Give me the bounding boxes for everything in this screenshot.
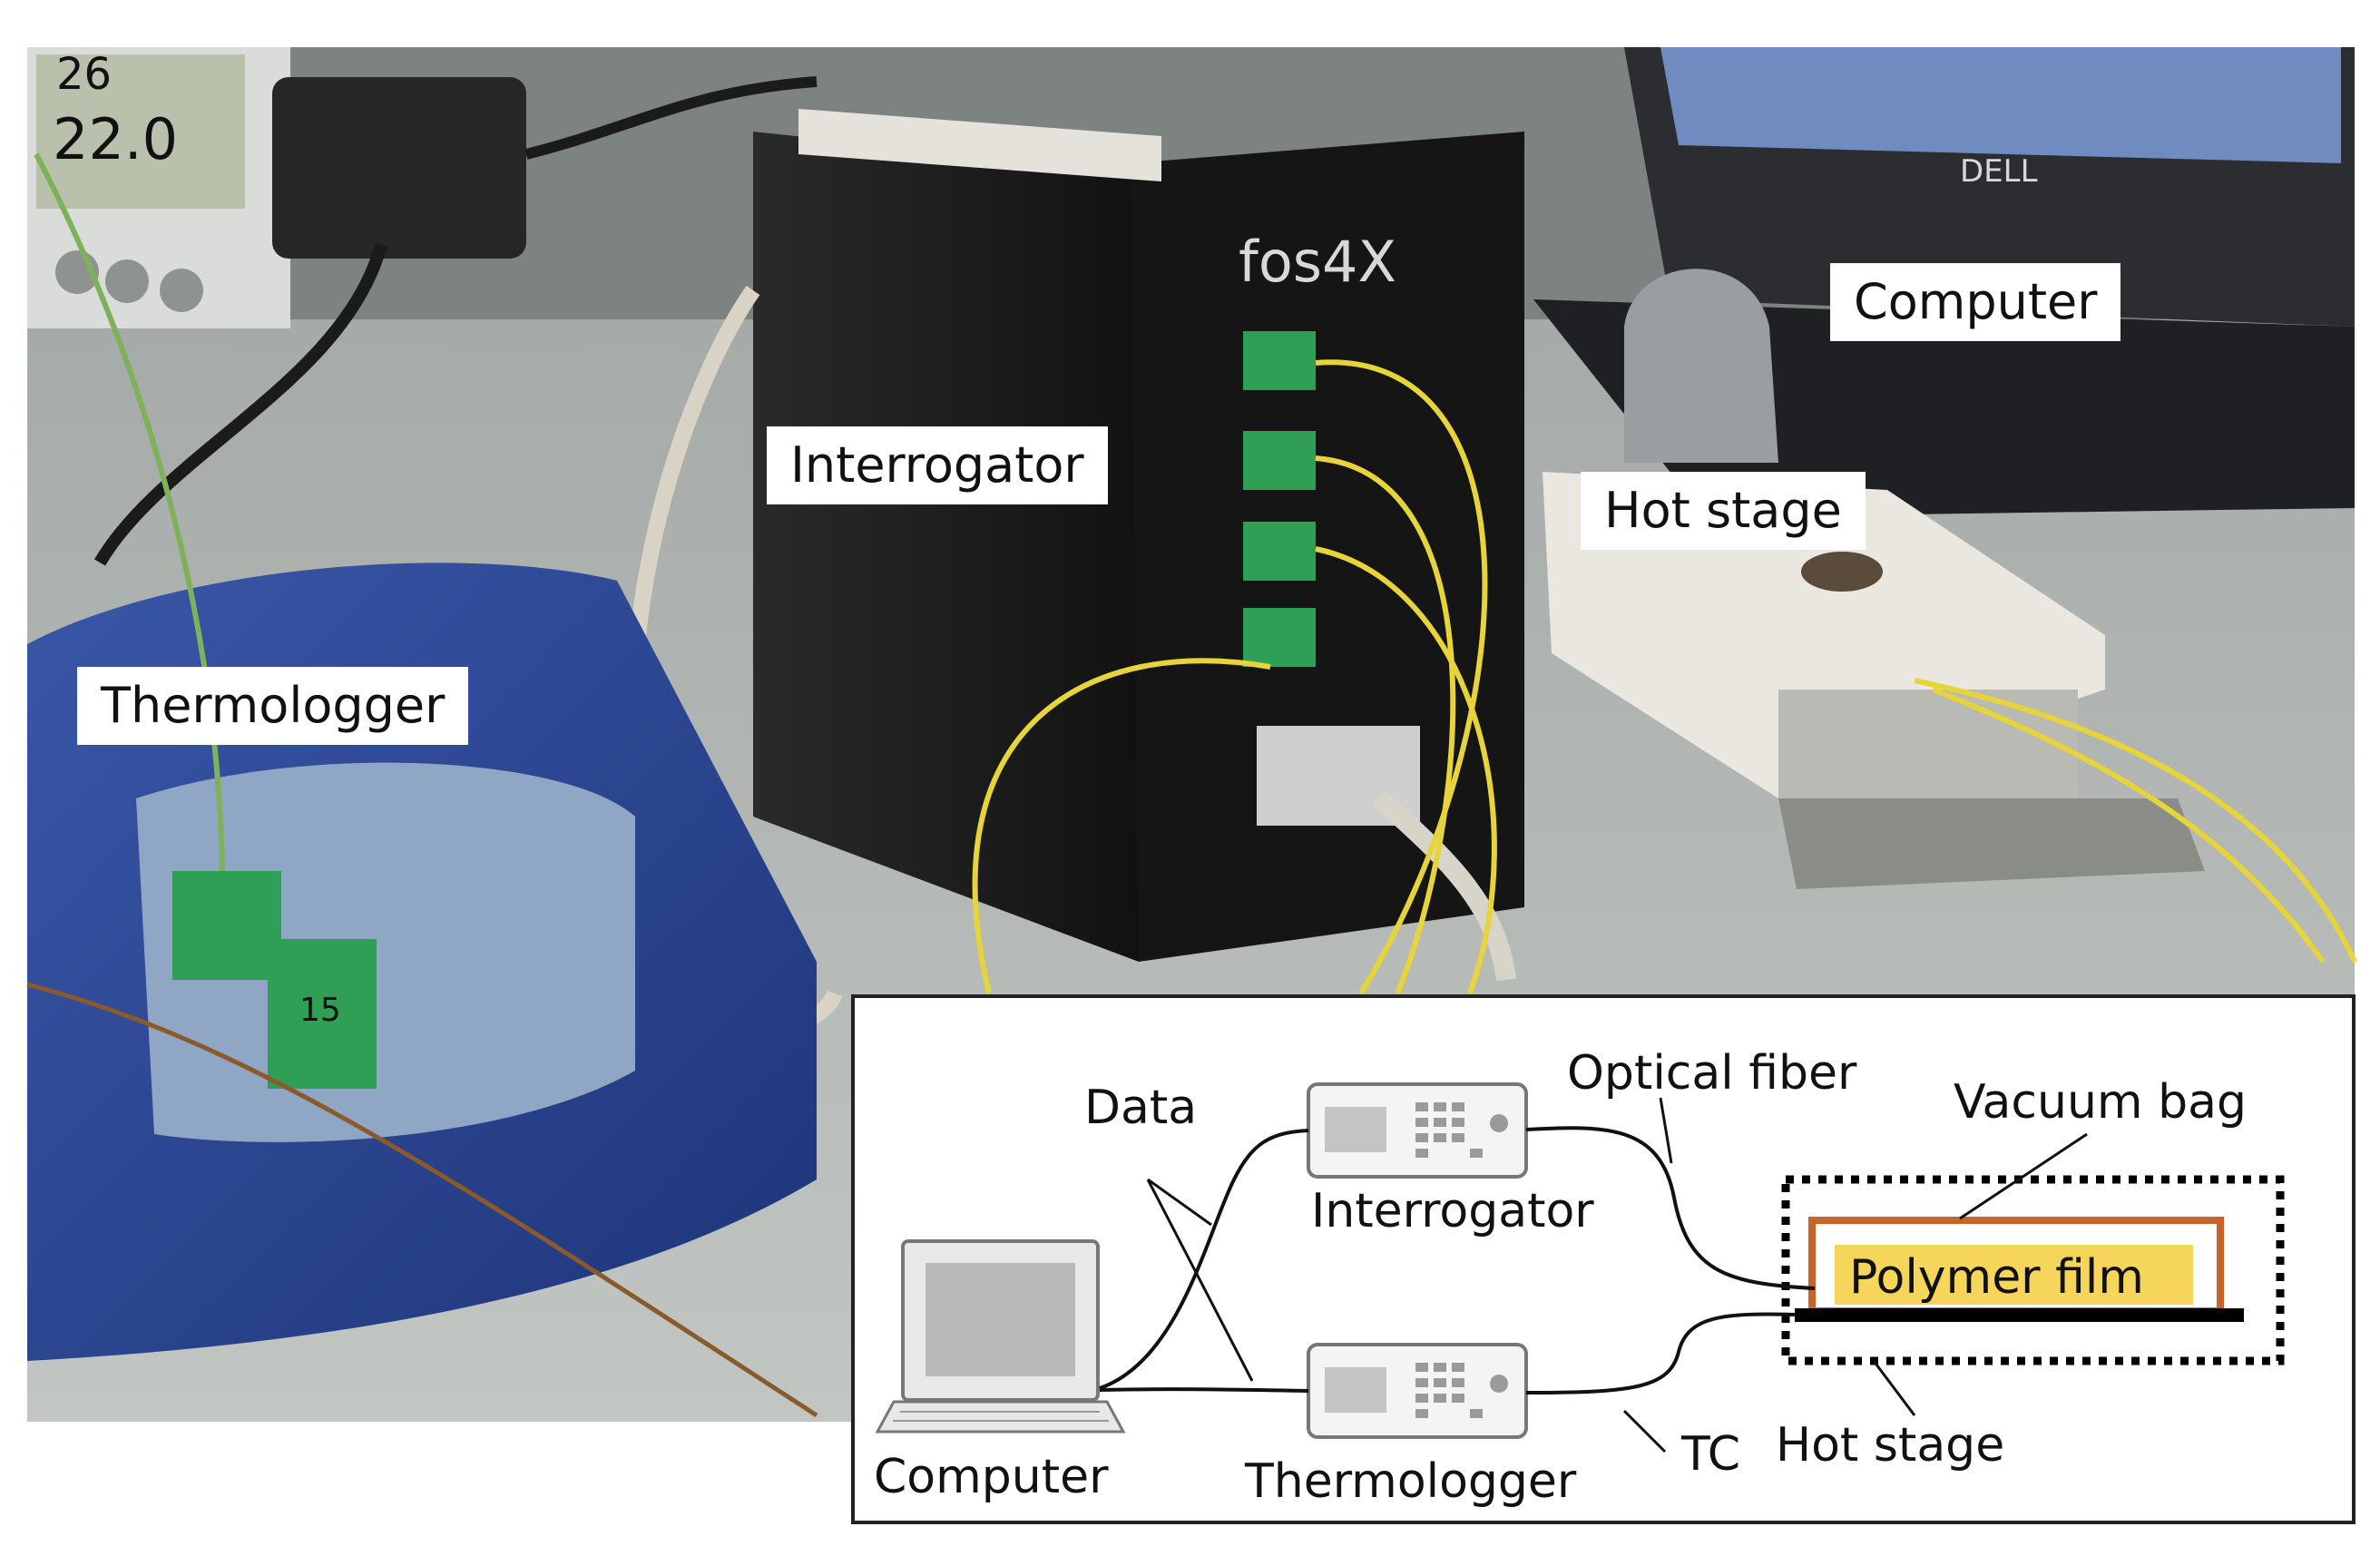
hot-stage-plate	[1795, 1308, 2244, 1322]
fiber-port-2	[1243, 431, 1316, 490]
ethernet-cable	[1372, 790, 1516, 982]
schematic-label-vacuum-bag: Vacuum bag	[1954, 1075, 2247, 1130]
schematic-thermologger-icon	[1307, 1343, 1528, 1439]
meter-reading-bottom: 22.0	[53, 106, 178, 172]
schematic-label-thermologger: Thermologger	[1244, 1454, 1577, 1509]
laptop-brand: DELL	[1960, 153, 2038, 190]
schematic-label-polymer-film: Polymer film	[1849, 1250, 2144, 1305]
schematic-label-tc: TC	[1680, 1427, 1740, 1482]
desk-meter: 26 22.0	[27, 47, 290, 328]
optical-fiber-pointer	[1659, 1097, 1673, 1164]
interrogator-device: fos4X	[753, 109, 1524, 962]
brown-wire	[26, 982, 818, 1418]
hot-stage-pointer	[1872, 1360, 1916, 1416]
schematic-label-computer: Computer	[874, 1450, 1109, 1504]
photo-label-computer: Computer	[1830, 263, 2121, 341]
dark-cable-back	[524, 76, 818, 160]
power-adapter	[272, 77, 526, 259]
tc-connector-1	[172, 871, 281, 980]
interrogator-brand: fos4X	[1239, 229, 1396, 295]
data-link-interrogator	[1099, 1129, 1309, 1390]
schematic-inset: Data Optical fiber Vacuum bag Interrogat…	[851, 994, 2356, 1524]
data-pointer-1	[1147, 1178, 1212, 1227]
data-link-thermologger	[1099, 1387, 1309, 1393]
photo-label-interrogator: Interrogator	[767, 426, 1108, 504]
photo-label-thermologger: Thermologger	[77, 667, 469, 745]
fiber-port-4	[1243, 608, 1316, 667]
tc-pointer	[1622, 1409, 1667, 1453]
optical-fiber-line	[1525, 1126, 1816, 1290]
vacuum-bag-pointer	[1959, 1132, 2088, 1220]
data-pointer-2	[1146, 1179, 1254, 1382]
schematic-label-optical-fiber: Optical fiber	[1567, 1046, 1857, 1101]
schematic-interrogator-icon	[1307, 1082, 1528, 1179]
green-wire	[34, 152, 225, 872]
tc-connector-2	[268, 939, 377, 1089]
schematic-label-interrogator: Interrogator	[1311, 1184, 1594, 1238]
photo-label-hot-stage: Hot stage	[1581, 472, 1866, 550]
fiber-port-3	[1243, 522, 1316, 581]
meter-reading-top: 26	[56, 49, 112, 100]
fiber-port-1	[1243, 331, 1316, 390]
hot-stage-device	[1543, 269, 2205, 889]
vacuum-boundary	[1781, 1175, 2285, 1365]
power-cable	[93, 243, 387, 566]
tc-line	[1525, 1312, 1796, 1395]
optical-fibers	[972, 359, 2357, 995]
polymer-film	[1835, 1245, 2193, 1305]
computer-icon	[875, 1239, 1126, 1434]
thermologger-device: 15	[26, 152, 818, 1418]
connector-reading: 15	[299, 992, 341, 1029]
schematic-label-data: Data	[1084, 1081, 1197, 1135]
schematic-label-hot-stage: Hot stage	[1776, 1418, 2004, 1473]
